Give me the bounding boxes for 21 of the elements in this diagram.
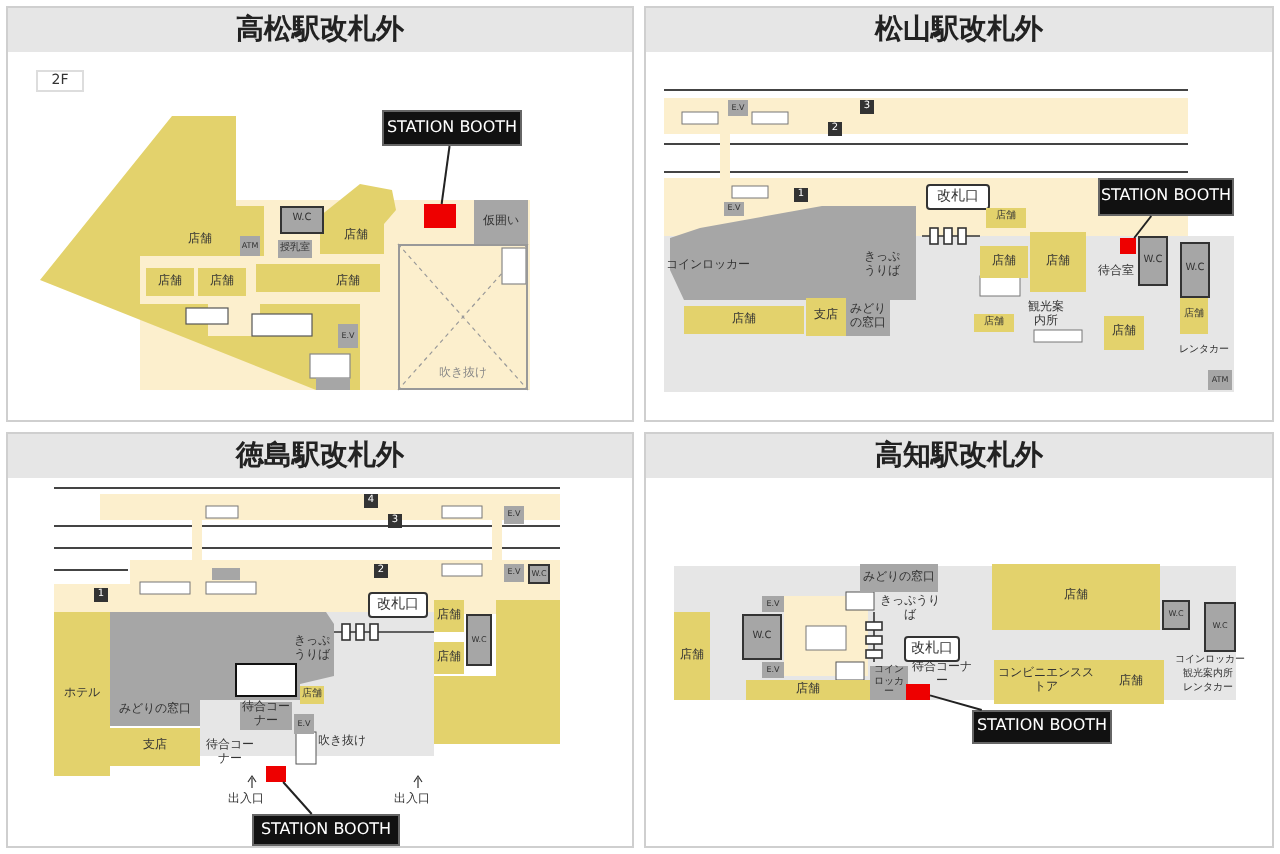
panel-heading: 松山駅改札外 — [646, 8, 1272, 52]
station-panel — [6, 6, 634, 422]
panel-heading: 徳島駅改札外 — [8, 434, 632, 478]
booth-marker — [906, 684, 930, 700]
leader-line — [929, 694, 983, 711]
panel-heading: 高松駅改札外 — [8, 8, 632, 52]
panel-heading: 高知駅改札外 — [646, 434, 1272, 478]
callout-label: STATION BOOTH — [382, 110, 522, 146]
station-panel — [6, 432, 634, 848]
callout-label: STATION BOOTH — [1098, 178, 1234, 216]
leader-line — [1133, 215, 1153, 239]
callout-label: STATION BOOTH — [972, 710, 1112, 744]
booth-marker — [1120, 238, 1136, 254]
leader-line — [440, 145, 451, 205]
station-panel — [644, 432, 1274, 848]
station-panel — [644, 6, 1274, 422]
booth-marker — [266, 766, 286, 782]
shop-area — [496, 600, 560, 744]
callout-label: STATION BOOTH — [252, 814, 400, 846]
booth-marker — [424, 204, 456, 228]
leader-line — [282, 781, 313, 815]
